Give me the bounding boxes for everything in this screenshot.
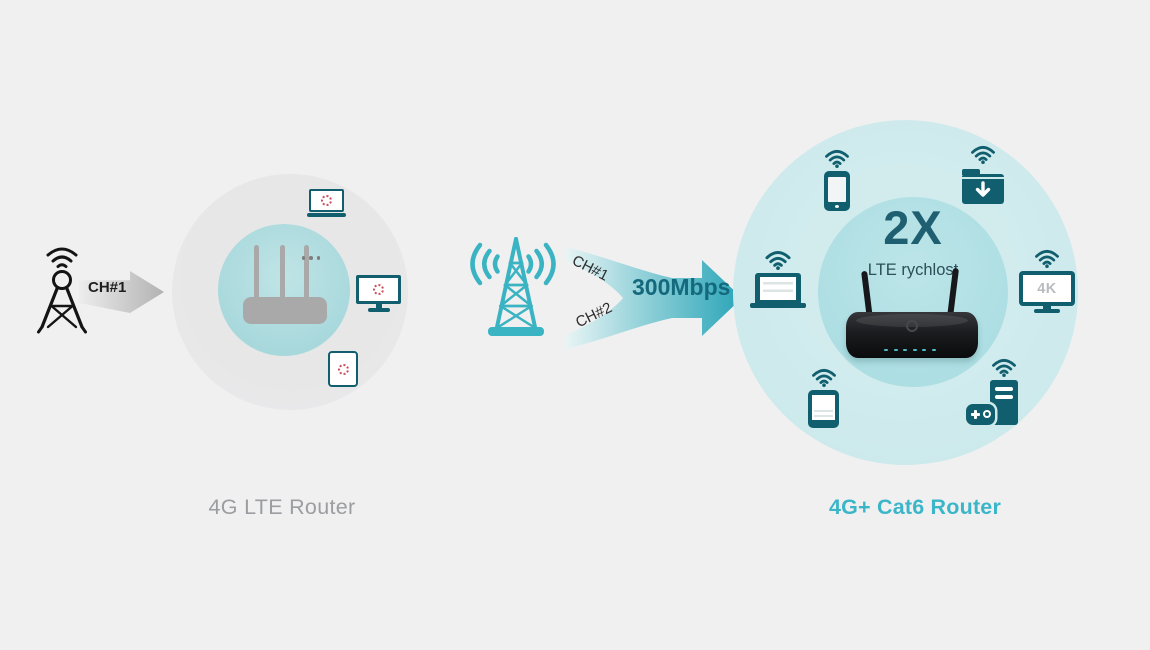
- folder-download-icon: [962, 169, 1004, 204]
- laptop-device: [750, 250, 806, 308]
- buffering-spinner-icon: [373, 284, 384, 295]
- channel-label: CH#1: [88, 279, 127, 296]
- router-led-indicators: [884, 348, 936, 351]
- speed-multiplier: 2X: [883, 201, 943, 254]
- tv-4k-badge: 4K: [1023, 275, 1071, 302]
- laptop-icon: [750, 273, 806, 308]
- wifi-icon: [764, 250, 792, 270]
- wifi-icon: [1034, 249, 1060, 268]
- wifi-icon: [991, 358, 1017, 377]
- tplink-logo: [906, 320, 918, 332]
- speed-label: 300Mbps: [632, 274, 731, 300]
- buffering-spinner-icon: [337, 363, 349, 375]
- cat6-router-photo: [846, 312, 978, 358]
- gaming-pc-device: [966, 358, 1018, 426]
- tv-4k-icon: 4K: [1019, 271, 1075, 313]
- left-caption: 4G LTE Router: [208, 495, 356, 519]
- right-caption: 4G+ Cat6 Router: [828, 495, 1002, 519]
- download-device: [962, 145, 1004, 204]
- gamepad-icon: [966, 404, 995, 425]
- smartphone-icon: [824, 171, 850, 211]
- buffering-spinner-icon: [321, 195, 332, 206]
- laptop-icon: [307, 189, 346, 217]
- smartphone-device: [824, 149, 850, 211]
- tablet-icon: [328, 351, 358, 387]
- wifi-icon: [824, 149, 850, 168]
- download-arrow-icon: [975, 181, 991, 197]
- cell-tower-icon: [37, 247, 87, 334]
- tablet-icon: [808, 390, 839, 428]
- speed-arrow: [566, 247, 742, 349]
- wifi-icon: [970, 145, 996, 164]
- 4g-router-illustration: [240, 245, 330, 325]
- gaming-pc-icon: [966, 380, 1018, 426]
- tablet-device: [808, 368, 839, 428]
- monitor-icon: [356, 275, 401, 312]
- radio-tower-icon: [470, 237, 556, 336]
- wifi-icon: [811, 368, 837, 387]
- speed-subtitle: LTE rychlost: [867, 261, 959, 279]
- tv-4k-device: 4K: [1019, 249, 1075, 313]
